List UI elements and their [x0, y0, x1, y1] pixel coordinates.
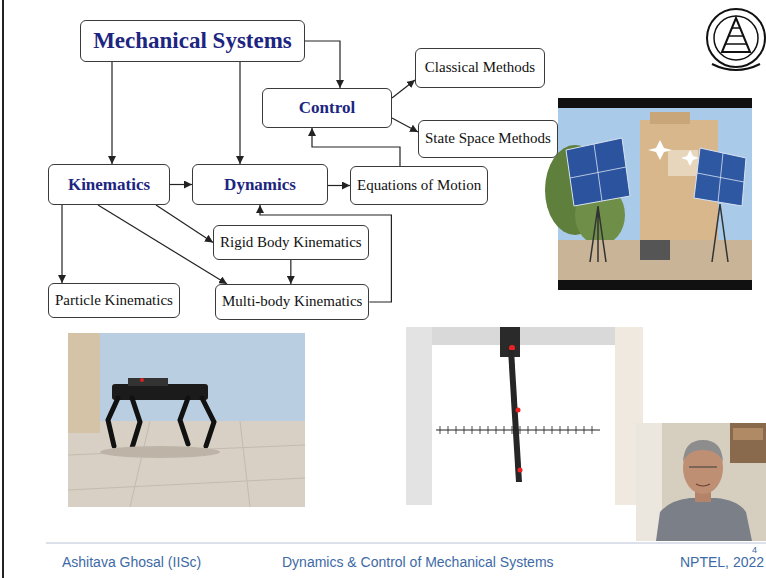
webcam-inset-part — [636, 423, 662, 541]
topic-box: Kinematics — [48, 164, 170, 205]
slide-edge — [2, 0, 4, 578]
subtopic-box: Equations of Motion — [350, 166, 488, 205]
robot-photo-part — [68, 333, 100, 433]
box-label: Particle Kinematics — [55, 292, 173, 309]
topic-box: Control — [262, 88, 392, 128]
institute-logo-part — [712, 64, 760, 70]
robot-photo-part — [68, 333, 305, 507]
connector-arrow — [328, 185, 350, 186]
robot-photo-part — [100, 446, 220, 458]
pendulum-photo-part — [508, 350, 522, 482]
box-label: Kinematics — [68, 175, 150, 195]
connector-arrow — [61, 205, 62, 283]
solar-photo-part — [668, 150, 698, 176]
topic-box: Dynamics — [192, 164, 328, 205]
institute-logo-part — [707, 9, 765, 67]
robot-photo-part — [128, 378, 168, 386]
solar-photo-part — [648, 140, 672, 160]
webcam-inset-part — [733, 428, 763, 440]
connector-arrow — [98, 205, 227, 284]
solar-photo-part — [640, 240, 670, 260]
webcam-inset — [636, 423, 766, 541]
root-box: Mechanical Systems — [80, 20, 305, 62]
solar-photo-part — [558, 108, 752, 280]
box-label: Dynamics — [224, 175, 296, 195]
pendulum-photo — [406, 327, 643, 505]
solar-photo-part — [694, 148, 746, 206]
robot-photo-part — [112, 384, 208, 400]
box-label: Equations of Motion — [357, 177, 481, 194]
subtopic-box: Multi-body Kinematics — [215, 284, 369, 320]
webcam-inset-part — [636, 423, 766, 541]
robot-photo-part — [140, 378, 144, 382]
method-box: State Space Methods — [418, 120, 558, 158]
subtopic-box: Rigid Body Kinematics — [213, 225, 369, 260]
solar-photo-part — [558, 98, 752, 290]
solar-photo-part — [566, 138, 630, 206]
solar-photo-part — [712, 204, 728, 262]
connector-arrow — [392, 80, 415, 98]
webcam-inset-part — [730, 423, 766, 463]
connector-arrow — [290, 260, 291, 284]
connector-arrow — [111, 62, 112, 164]
webcam-inset-part — [689, 466, 717, 467]
solar-photo-part — [570, 144, 626, 201]
pendulum-photo-part — [432, 345, 615, 505]
institute-logo-part — [722, 18, 750, 52]
institute-logo-part — [726, 28, 746, 44]
footer-rule — [46, 543, 766, 544]
solar-photo — [545, 98, 752, 290]
webcam-inset-part — [696, 484, 710, 486]
course-footer: Dynamics & Control of Mechanical Systems — [282, 554, 554, 570]
box-label: Rigid Body Kinematics — [220, 234, 362, 251]
robot-photo — [68, 333, 305, 507]
pendulum-photo-part — [406, 327, 643, 505]
connector-arrow — [156, 205, 213, 243]
solar-photo-part — [558, 240, 752, 280]
page-number: 4 — [752, 545, 757, 555]
pendulum-photo-part — [518, 468, 523, 473]
webcam-inset-part — [656, 498, 752, 541]
series-footer: NPTEL, 2022 — [680, 554, 764, 570]
robot-photo-part — [108, 398, 214, 448]
pendulum-photo-part — [436, 430, 600, 431]
author-footer: Ashitava Ghosal (IISc) — [62, 554, 201, 570]
solar-photo-part — [650, 112, 690, 124]
solar-photo-part — [681, 150, 699, 166]
institute-logo-part — [714, 16, 758, 60]
connector-arrow — [392, 118, 418, 132]
institute-logo — [707, 9, 765, 70]
connector-arrow — [239, 62, 240, 164]
subtopic-box: Particle Kinematics — [48, 283, 180, 318]
webcam-inset-part — [683, 440, 723, 462]
box-label: State Space Methods — [425, 130, 551, 147]
connector-arrow — [305, 41, 340, 88]
pendulum-photo-part — [440, 426, 592, 434]
connector-arrow — [170, 184, 192, 185]
box-label: Control — [299, 98, 355, 118]
connector-arrow — [312, 128, 400, 166]
solar-photo-part — [590, 206, 606, 262]
method-box: Classical Methods — [415, 48, 545, 88]
pendulum-photo-part — [516, 408, 521, 413]
box-label: Multi-body Kinematics — [222, 293, 362, 310]
box-label: Classical Methods — [425, 59, 535, 76]
box-label: Mechanical Systems — [93, 28, 292, 54]
pendulum-photo-part — [406, 327, 432, 505]
solar-photo-part — [697, 153, 744, 202]
